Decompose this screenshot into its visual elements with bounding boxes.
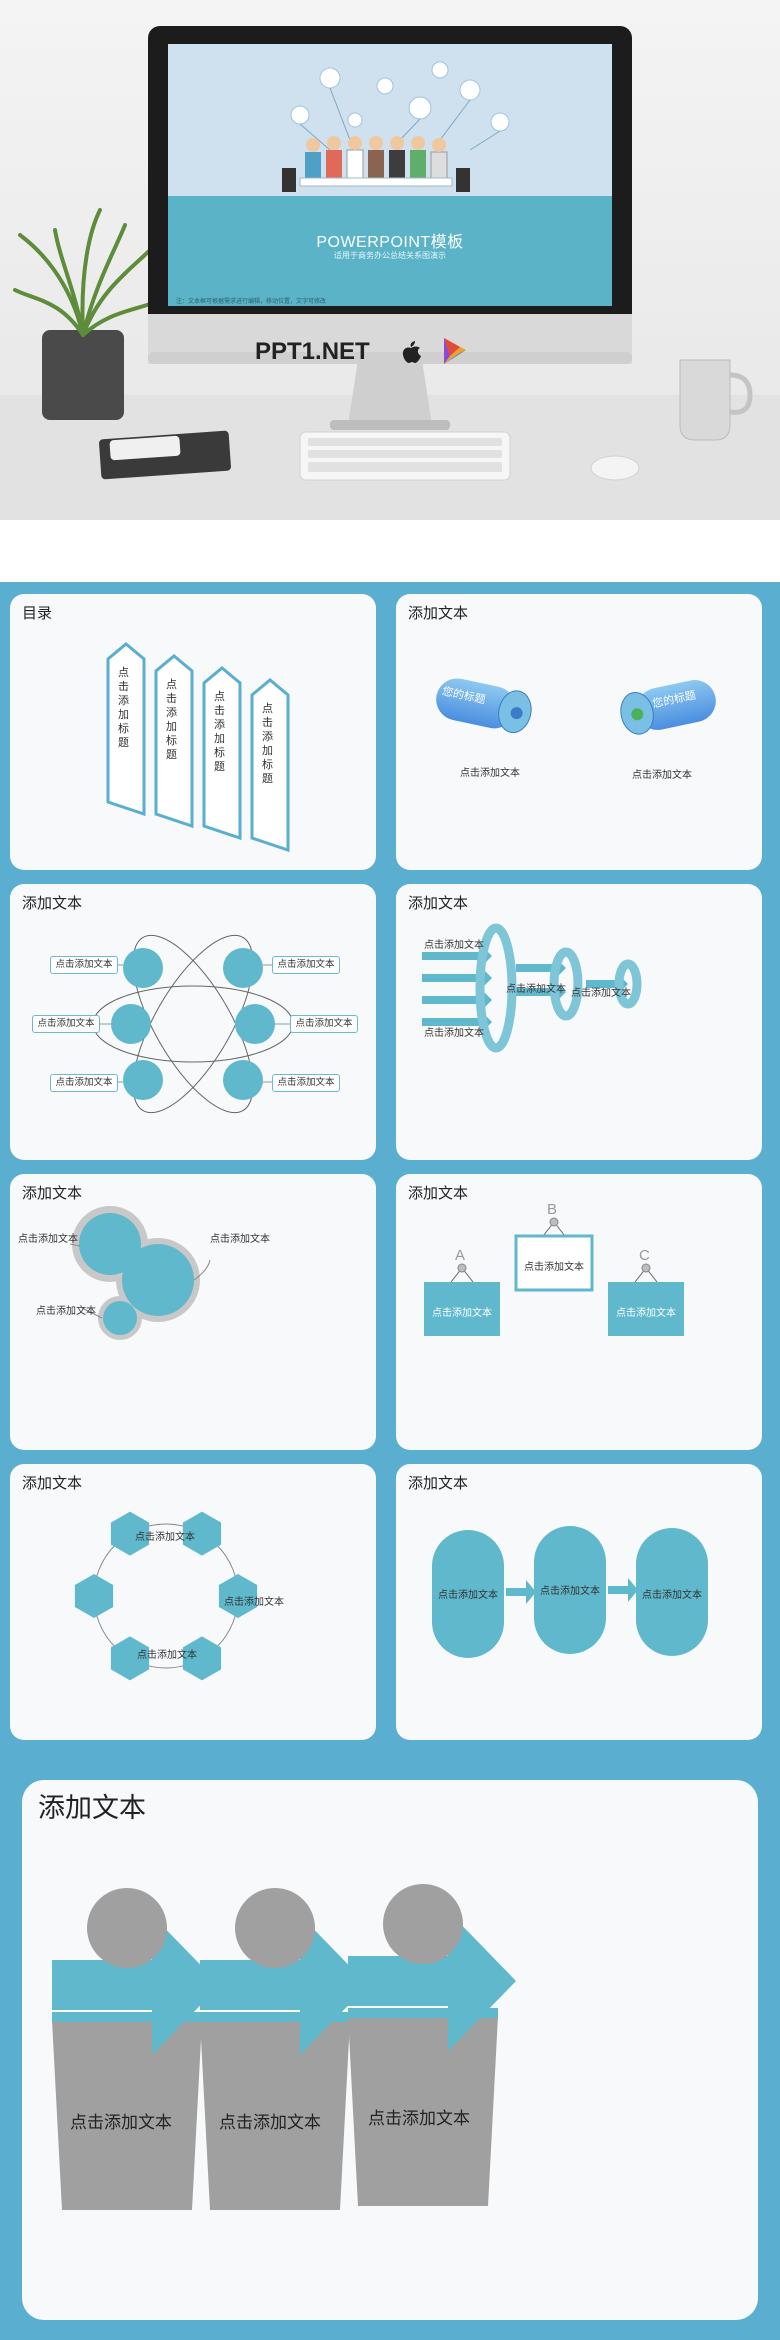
screen-note: 注：文本框可根据需求进行编辑，移动位置，文字可修改 (176, 299, 327, 305)
slide-card-rings[interactable]: 添加文本 点击添加文本 点击添加文本 点击添加文本 点击添加文本 (396, 884, 762, 1160)
hexagon (182, 1511, 222, 1556)
pentagon-tabs (106, 642, 290, 853)
circle-arrow-buckets (52, 1884, 516, 2210)
board-letter: B (547, 1201, 558, 1218)
hexagon (74, 1574, 114, 1618)
apple-icon (402, 341, 421, 363)
slide-title: 添加文本 (22, 895, 83, 912)
slide-title: 添加文本 (408, 895, 469, 912)
ppt-logo-icon (444, 338, 466, 364)
slide-card-cylinders[interactable]: 添加文本 您的标题 您的标题 点击添加文本 点击添加文本 (396, 594, 762, 870)
slide-title: 目录 (22, 605, 53, 622)
board-label: 点击添加文本 (524, 1262, 584, 1273)
brand-text: PPT1.NET (255, 338, 370, 365)
slide-card-hexagons[interactable]: 添加文本 点击添加文本 点击添加文本 点击添加文本 (10, 1464, 376, 1740)
slide-gallery: 目录 点击添加标题 点击添加标题 点击添加标题 点击添加标题 添加文本 (0, 582, 780, 1758)
big-slide-title: 添加文本 (38, 1793, 146, 1823)
ring-label: 点击添加文本 (424, 1028, 484, 1039)
board-letter: A (455, 1247, 466, 1264)
capsule-flow (432, 1526, 708, 1658)
arrow-band (200, 2012, 350, 2022)
capsule-label: 点击添加文本 (540, 1586, 600, 1597)
bucket (52, 2020, 202, 2210)
arrow-band (348, 2008, 498, 2018)
circle-head (87, 1888, 167, 1968)
capsule-label: 点击添加文本 (642, 1590, 702, 1601)
toc-item: 点击添加标题 (262, 703, 273, 785)
bubble-label: 点击添加文本 (36, 1306, 96, 1317)
hexagon (218, 1574, 258, 1618)
slide-title: 添加文本 (408, 605, 469, 622)
big-slide-frame: 添加文本 点击添加文本 点击添加文本 点击添加文本 (0, 1758, 780, 2340)
bucket (200, 2020, 350, 2210)
atom-label: 点击添加文本 (272, 1074, 340, 1092)
screen-subtitle: 适用于商务办公总结关系图演示 (334, 251, 446, 260)
hex-label: 点击添加文本 (135, 1532, 195, 1543)
hanging-boards-diagram (424, 1217, 684, 1336)
atom-label: 点击添加文本 (50, 956, 118, 974)
slide-card-toc[interactable]: 目录 点击添加标题 点击添加标题 点击添加标题 点击添加标题 (10, 594, 376, 870)
cylinder-shapes (436, 678, 716, 735)
atom-label: 点击添加文本 (50, 1074, 118, 1092)
slide-title: 添加文本 (408, 1185, 469, 1202)
bucket (348, 2016, 498, 2206)
slide-title: 添加文本 (22, 1475, 83, 1492)
big-slide-card[interactable]: 添加文本 点击添加文本 点击添加文本 点击添加文本 (22, 1780, 758, 2320)
atom-label: 点击添加文本 (272, 956, 340, 974)
circle-head (383, 1884, 463, 1964)
atom-label: 点击添加文本 (290, 1015, 358, 1033)
capsule-label: 点击添加文本 (438, 1590, 498, 1601)
ring-label: 点击添加文本 (506, 984, 566, 995)
bucket-label: 点击添加文本 (368, 2109, 470, 2128)
desk-scene (0, 26, 780, 520)
screen-title: POWERPOINT模板 (316, 234, 464, 251)
bubble-diagram (69, 1206, 211, 1340)
slide-card-capsules[interactable]: 添加文本 点击添加文本 点击添加文本 点击添加文本 (396, 1464, 762, 1740)
hexagon (110, 1511, 150, 1556)
bucket-label: 点击添加文本 (219, 2113, 321, 2132)
slide-card-atom[interactable]: 添加文本 点击添加文本 点击添加文本 点击添加文本 点击添加文本 点击添加文本 … (10, 884, 376, 1160)
bubble-label: 点击添加文本 (210, 1234, 270, 1245)
plant-leaves (13, 208, 162, 337)
ring-label: 点击添加文本 (571, 988, 631, 999)
slide-card-abc[interactable]: 添加文本 A B C 点击添加文本 点击添加文本 点击添加文本 (396, 1174, 762, 1450)
slide-title: 添加文本 (408, 1475, 469, 1492)
slide-title: 添加文本 (22, 1185, 83, 1202)
hexagon-ring (74, 1511, 258, 1681)
toc-item: 点击添加标题 (214, 691, 225, 773)
board-letter: C (639, 1247, 650, 1264)
hero-photo: POWERPOINT模板 适用于商务办公总结关系图演示 注：文本框可根据需求进行… (0, 0, 780, 520)
circle-head (235, 1888, 315, 1968)
arrow-band (52, 2012, 202, 2022)
bubble-label: 点击添加文本 (18, 1234, 78, 1245)
hexagon (110, 1636, 150, 1681)
hex-label: 点击添加文本 (137, 1650, 197, 1661)
text-label: 点击添加文本 (460, 768, 520, 779)
text-label: 点击添加文本 (632, 770, 692, 781)
ring-label: 点击添加文本 (424, 940, 484, 951)
toc-item: 点击添加标题 (118, 667, 129, 749)
hexagon (182, 1636, 222, 1681)
hex-label: 点击添加文本 (224, 1597, 284, 1608)
arrow-rings-diagram (422, 923, 642, 1053)
board-label: 点击添加文本 (616, 1308, 676, 1319)
bucket-label: 点击添加文本 (70, 2113, 172, 2132)
board-label: 点击添加文本 (432, 1308, 492, 1319)
atom-label: 点击添加文本 (32, 1015, 100, 1033)
plant-pot (42, 330, 124, 420)
toc-item: 点击添加标题 (166, 679, 177, 761)
slide-card-bubbles[interactable]: 添加文本 点击添加文本 点击添加文本 点击添加文本 (10, 1174, 376, 1450)
